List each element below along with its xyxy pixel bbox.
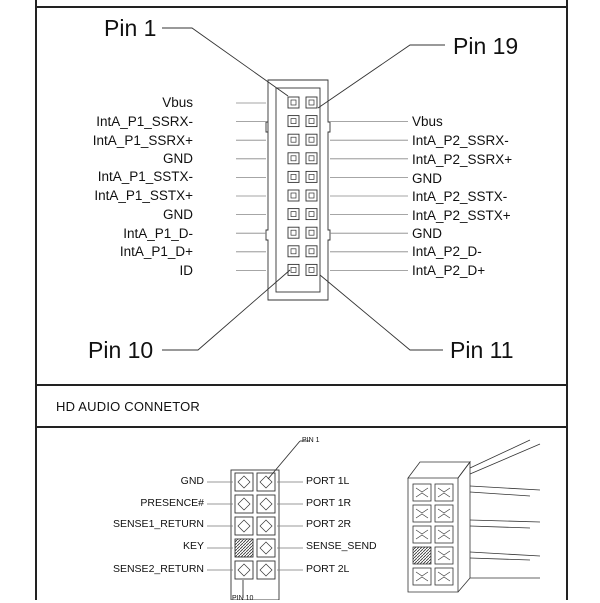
usb-pin [305,208,318,221]
usb-pin [287,208,300,221]
usb-right-label: GND [412,171,442,186]
hd-left-label: KEY [182,540,204,552]
hd-right-label: PORT 1R [306,497,352,509]
frame-left-border [35,0,37,600]
hd-3d-cell [434,567,454,586]
hd-pin [234,516,254,536]
frame-right-border [566,0,568,600]
usb-right-label: GND [412,226,442,241]
hd-right-label: PORT 2R [306,518,352,530]
hd-pin-10-label: PIN 10 [232,595,254,602]
hd-3d-cell [412,567,432,586]
usb-pin [287,133,300,146]
usb-pin [287,115,300,128]
hd-right-label: SENSE_SEND [306,540,377,552]
usb-pin [305,152,318,165]
hd-3d-cell [434,504,454,523]
usb-pin [287,245,300,258]
usb-left-label: ID [179,263,194,278]
usb-left-label: IntA_P1_D- [123,226,193,241]
hd-left-label: SENSE1_RETURN [112,518,204,530]
hd-3d-cell [412,504,432,523]
usb-pin [287,263,300,276]
usb-right-label: IntA_P2_SSRX- [412,133,509,148]
usb-right-label: IntA_P2_D+ [412,263,486,278]
hd-pin-1-label: PIN 1 [302,437,320,444]
usb-pin [305,263,318,276]
hd-left-label: PRESENCE# [140,497,204,509]
usb-pin [287,189,300,202]
pin-11-label: Pin 11 [450,337,514,363]
usb-pin [287,226,300,239]
pin-19-label: Pin 19 [453,33,519,59]
hd-pin [256,494,276,514]
hd-3d-cell [434,525,454,544]
hd-right-label: PORT 1L [306,475,350,487]
usb-pin [305,245,318,258]
frame-top-border [35,6,567,8]
usb-right-label: IntA_P2_SSRX+ [412,152,513,167]
usb-pin [305,189,318,202]
hd-pin [256,472,276,492]
usb-left-label: IntA_P1_SSRX- [96,114,193,129]
hd-3d-cell [434,483,454,502]
pin-10-label: Pin 10 [88,337,154,363]
hd-pin [234,472,254,492]
usb-pin [287,170,300,183]
usb-pin [305,133,318,146]
usb-pin [305,96,318,109]
usb-pin [305,115,318,128]
usb-right-label: IntA_P2_D- [412,244,482,259]
hd-pin [256,560,276,580]
hd-pin [234,494,254,514]
hd-connector-3d [407,439,541,593]
hd-right-label: PORT 2L [306,563,350,575]
section-divider-top [35,384,567,386]
hd-pin [234,538,254,558]
hd-left-label: SENSE2_RETURN [112,563,204,575]
hd-3d-cell [434,546,454,565]
hd-3d-cell [412,546,432,565]
hd-3d-cell [412,483,432,502]
usb-right-label: IntA_P2_SSTX- [412,189,508,204]
usb-left-label: IntA_P1_D+ [119,244,193,259]
usb-left-label: GND [163,207,193,222]
usb-left-label: GND [163,151,193,166]
usb-pin [305,226,318,239]
usb-left-label: Vbus [162,95,193,110]
usb-right-label: IntA_P2_SSTX+ [412,208,511,223]
usb-left-label: IntA_P1_SSRX+ [92,133,193,148]
usb-pin [305,170,318,183]
hd-left-label: GND [180,475,204,487]
hd-pin [256,516,276,536]
usb-pin [287,96,300,109]
usb-left-label: IntA_P1_SSTX+ [94,188,193,203]
hd-audio-title: HD AUDIO CONNETOR [56,399,201,414]
usb-right-label: Vbus [412,114,443,129]
hd-3d-cell [412,525,432,544]
section-divider-bottom [35,426,567,428]
usb-left-label: IntA_P1_SSTX- [97,169,193,184]
hd-pin [234,560,254,580]
usb-pin [287,152,300,165]
hd-pin [256,538,276,558]
pin-1-label: Pin 1 [104,15,157,41]
